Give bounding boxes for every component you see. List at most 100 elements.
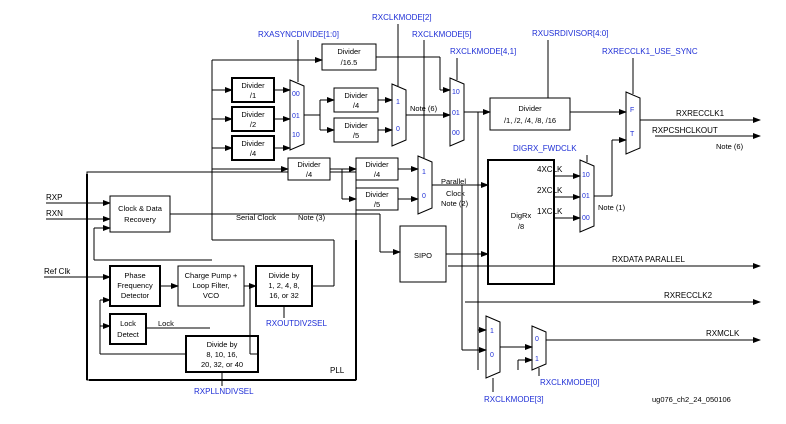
svg-text:Loop Filter,: Loop Filter, <box>192 281 229 290</box>
rxclkmode41-label: RXCLKMODE[4,1] <box>450 47 516 56</box>
pll-label: PLL <box>330 366 345 375</box>
svg-text:4XCLK: 4XCLK <box>537 165 563 174</box>
rxplndivsel-label: RXPLLNDIVSEL <box>194 387 254 396</box>
divider-16-5 <box>321 43 377 71</box>
mux-rxclkmode41 <box>449 77 465 147</box>
svg-text:Charge Pump +: Charge Pump + <box>185 271 238 280</box>
svg-text:00: 00 <box>452 130 460 137</box>
rxclkmode5-label: RXCLKMODE[5] <box>412 30 472 39</box>
mux-rxclkmode0 <box>531 325 547 371</box>
svg-text:Divider: Divider <box>365 160 389 169</box>
digrx-block <box>487 159 555 285</box>
rxasyncdivide-label: RXASYNCDIVIDE[1:0] <box>258 30 339 39</box>
svg-text:Divide by: Divide by <box>207 340 238 349</box>
svg-text:1: 1 <box>535 356 539 363</box>
divider-4a <box>231 135 275 161</box>
lock-detect-block <box>109 313 147 345</box>
rxoutdiv2sel-label: RXOUTDIV2SEL <box>266 319 327 328</box>
mux-rxclkmode5 <box>417 155 433 215</box>
svg-text:VCO: VCO <box>203 291 219 300</box>
svg-text:0: 0 <box>535 336 539 343</box>
pfd-block <box>109 265 161 307</box>
rxdata-parallel-output: RXDATA PARALLEL <box>612 255 685 264</box>
svg-text:/5: /5 <box>353 131 359 140</box>
svg-text:Frequency: Frequency <box>117 281 153 290</box>
svg-text:10: 10 <box>582 172 590 179</box>
divide-by-n <box>185 335 259 373</box>
svg-text:2XCLK: 2XCLK <box>537 186 563 195</box>
svg-text:Divider: Divider <box>297 160 321 169</box>
rxrecclk1-output: RXRECCLK1 <box>676 109 725 118</box>
svg-text:1: 1 <box>422 169 426 176</box>
svg-text:/4: /4 <box>306 170 312 179</box>
rxmclk-output: RXMCLK <box>706 329 740 338</box>
divider-usr <box>489 97 571 131</box>
svg-text:Divider: Divider <box>241 110 265 119</box>
svg-text:Recovery: Recovery <box>124 215 156 224</box>
digrx-fwdclk-label: DIGRX_FWDCLK <box>513 144 577 153</box>
svg-text:/1: /1 <box>250 91 256 100</box>
svg-text:00: 00 <box>292 91 300 98</box>
svg-text:Divide by: Divide by <box>269 271 300 280</box>
svg-text:01: 01 <box>292 113 300 120</box>
svg-text:0: 0 <box>422 193 426 200</box>
charge-pump-block <box>177 265 245 307</box>
rxpcshclkout-output: RXPCSHCLKOUT <box>652 126 718 135</box>
svg-text:Note (1): Note (1) <box>598 203 626 212</box>
refclk-input: Ref Clk <box>44 267 71 276</box>
svg-text:Parallel: Parallel <box>441 177 466 186</box>
svg-text:Phase: Phase <box>124 271 145 280</box>
svg-text:/1, /2, /4, /8, /16: /1, /2, /4, /8, /16 <box>504 116 556 125</box>
sipo-block <box>399 225 447 283</box>
svg-text:16, or 32: 16, or 32 <box>269 291 299 300</box>
svg-text:1XCLK: 1XCLK <box>537 207 563 216</box>
svg-text:Divider: Divider <box>518 104 542 113</box>
svg-text:Divider: Divider <box>241 81 265 90</box>
svg-text:1: 1 <box>396 99 400 106</box>
mux-rxclkmode3 <box>485 315 501 379</box>
rxrecclk1-use-sync-label: RXRECCLK1_USE_SYNC <box>602 47 698 56</box>
svg-text:10: 10 <box>452 89 460 96</box>
svg-text:Divider: Divider <box>344 91 368 100</box>
svg-text:Divider: Divider <box>241 139 265 148</box>
cdr-block <box>109 195 171 233</box>
svg-text:Divider: Divider <box>365 190 389 199</box>
svg-text:01: 01 <box>452 110 460 117</box>
svg-text:/4: /4 <box>374 170 380 179</box>
svg-text:/4: /4 <box>353 101 359 110</box>
svg-text:/2: /2 <box>250 120 256 129</box>
rxusrdivisor-label: RXUSRDIVISOR[4:0] <box>532 29 608 38</box>
svg-text:Note (3): Note (3) <box>298 213 326 222</box>
svg-text:/5: /5 <box>374 200 380 209</box>
svg-text:0: 0 <box>396 126 400 133</box>
svg-text:Note (6): Note (6) <box>716 142 744 151</box>
figure-id: ug076_ch2_24_050106 <box>652 395 731 404</box>
svg-text:10: 10 <box>292 132 300 139</box>
svg-text:Divider: Divider <box>344 121 368 130</box>
svg-text:Divider: Divider <box>337 47 361 56</box>
svg-text:/16.5: /16.5 <box>341 58 358 67</box>
svg-text:00: 00 <box>582 215 590 222</box>
svg-text:20, 32, or 40: 20, 32, or 40 <box>201 360 243 369</box>
svg-text:Clock: Clock <box>446 189 465 198</box>
rxclkmode0-label: RXCLKMODE[0] <box>540 378 600 387</box>
svg-text:Lock: Lock <box>120 319 136 328</box>
rxp-input: RXP <box>46 193 62 202</box>
svg-text:Clock & Data: Clock & Data <box>118 204 163 213</box>
svg-text:SIPO: SIPO <box>414 251 432 260</box>
svg-text:/8: /8 <box>518 222 524 231</box>
svg-text:Detector: Detector <box>121 291 150 300</box>
svg-text:1, 2, 4, 8,: 1, 2, 4, 8, <box>268 281 299 290</box>
rxclkmode3-label: RXCLKMODE[3] <box>484 395 544 404</box>
rxrecclk2-output: RXRECCLK2 <box>664 291 713 300</box>
mux-rxclkmode2 <box>391 83 407 147</box>
svg-text:F: F <box>630 107 634 114</box>
mux-digrx-fwdclk <box>579 159 595 233</box>
svg-text:8, 10, 16,: 8, 10, 16, <box>206 350 237 359</box>
mux-rxrecclk1-use-sync <box>625 91 641 155</box>
rxn-input: RXN <box>46 209 63 218</box>
rxclkmode2-label: RXCLKMODE[2] <box>372 13 432 22</box>
svg-text:Detect: Detect <box>117 330 140 339</box>
svg-text:01: 01 <box>582 193 590 200</box>
